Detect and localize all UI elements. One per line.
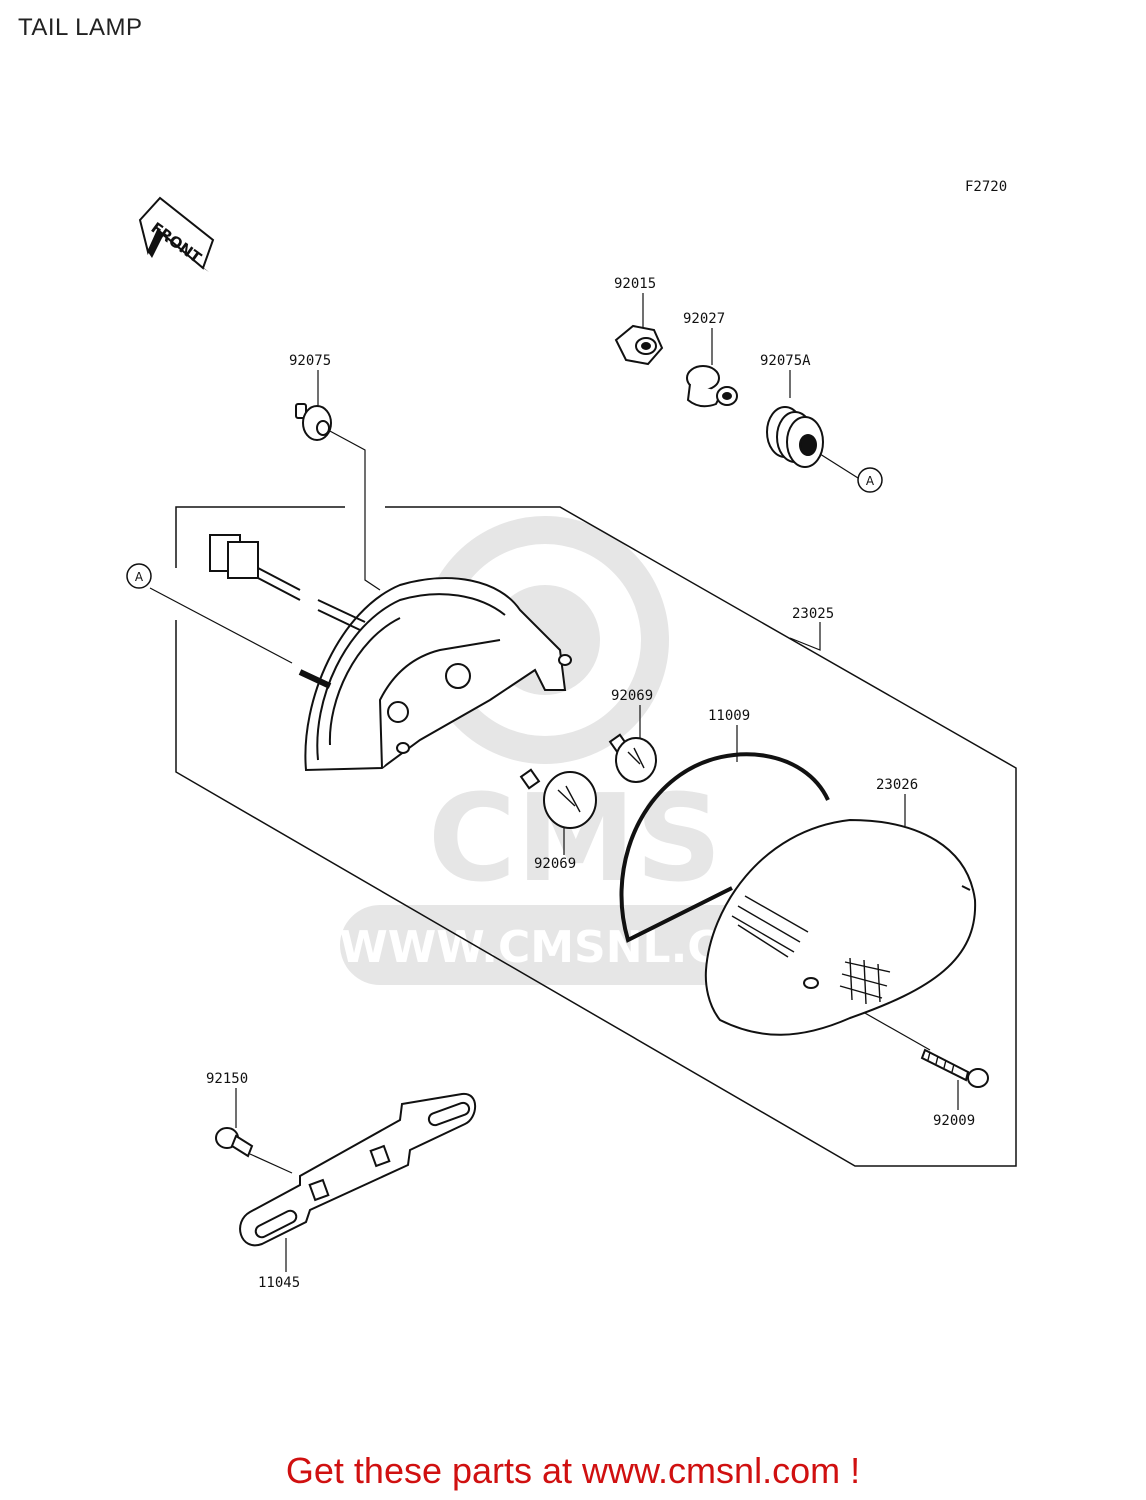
assembly-outline: [175, 506, 1017, 1167]
part-bulb-92069-upper: [608, 733, 657, 783]
ref-marker-a-left: A: [126, 563, 152, 589]
part-number-23026: 23026: [876, 777, 918, 793]
figure-code: F2720: [965, 179, 1007, 195]
part-number-92075A: 92075A: [760, 353, 811, 369]
part-number-92069-upper: 92069: [611, 688, 653, 704]
part-nut-92015: [614, 324, 664, 366]
part-lamp-housing-23025: [209, 534, 572, 772]
part-bolt-92150: [215, 1127, 254, 1158]
part-gasket-11009: [619, 752, 830, 943]
part-number-92069-lower: 92069: [534, 856, 576, 872]
part-number-92150: 92150: [206, 1071, 248, 1087]
ref-marker-a-right: A: [857, 467, 883, 493]
part-number-23025: 23025: [792, 606, 834, 622]
ref-marker-a-right-label: A: [866, 474, 875, 488]
leader-lines: [149, 293, 959, 1272]
ref-marker-a-left-label: A: [135, 570, 144, 584]
part-lens-23026: [704, 818, 977, 1036]
part-bulb-92069-lower: [519, 768, 597, 829]
part-number-11045: 11045: [258, 1275, 300, 1291]
part-screw-92009: [920, 1048, 989, 1088]
part-number-92015: 92015: [614, 276, 656, 292]
part-grommet-92075: [295, 403, 332, 441]
page-title: TAIL LAMP: [18, 14, 143, 41]
part-bracket-11045: [239, 1092, 477, 1247]
front-arrow-icon: FRONT: [138, 196, 215, 272]
part-grommet-92075A: [766, 406, 824, 468]
parts-link-banner[interactable]: Get these parts at www.cmsnl.com !: [285, 1450, 861, 1491]
part-number-92009: 92009: [933, 1113, 975, 1129]
part-number-92027: 92027: [683, 311, 725, 327]
part-number-92075: 92075: [289, 353, 331, 369]
part-number-11009: 11009: [708, 708, 750, 724]
part-collar-92027: [686, 365, 738, 408]
